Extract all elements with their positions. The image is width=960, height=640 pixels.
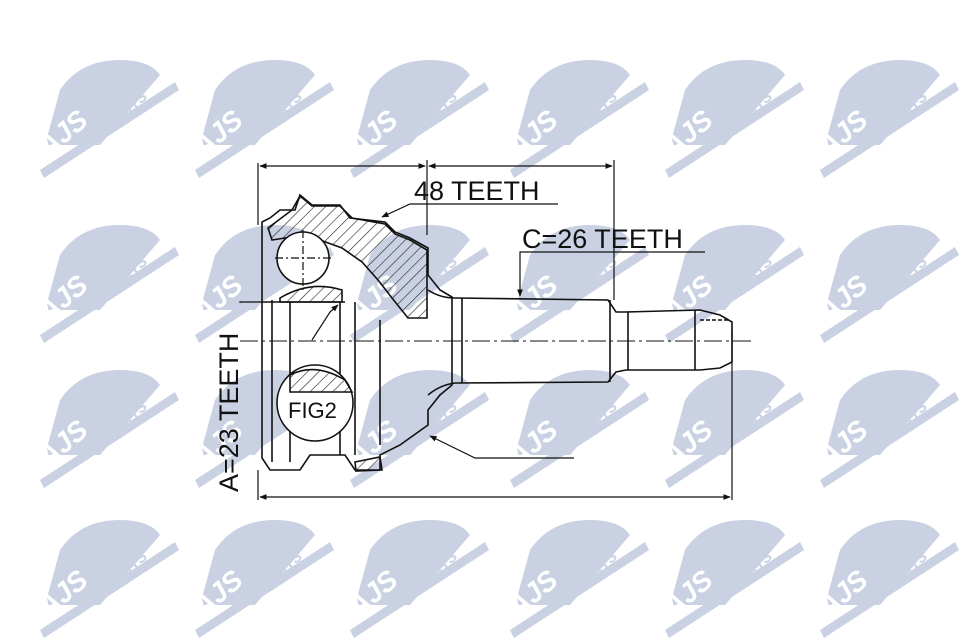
leader-c-teeth (517, 251, 705, 297)
leader-48-teeth (381, 203, 558, 218)
label-fig2: FIG2 (288, 398, 337, 423)
dimensions (239, 160, 733, 500)
cv-joint-drawing (240, 193, 752, 472)
retaining-ring (354, 456, 383, 472)
fig2-hatch (289, 368, 354, 393)
leader-boot (429, 435, 574, 459)
inner-race-section (279, 285, 343, 303)
label-48-teeth: 48 TEETH (414, 176, 540, 206)
label-c-26-teeth: C=26 TEETH (522, 224, 683, 254)
leader-fig2 (311, 304, 339, 341)
leader-a-teeth (239, 301, 262, 303)
label-a-23-teeth: A=23 TEETH (214, 333, 244, 492)
